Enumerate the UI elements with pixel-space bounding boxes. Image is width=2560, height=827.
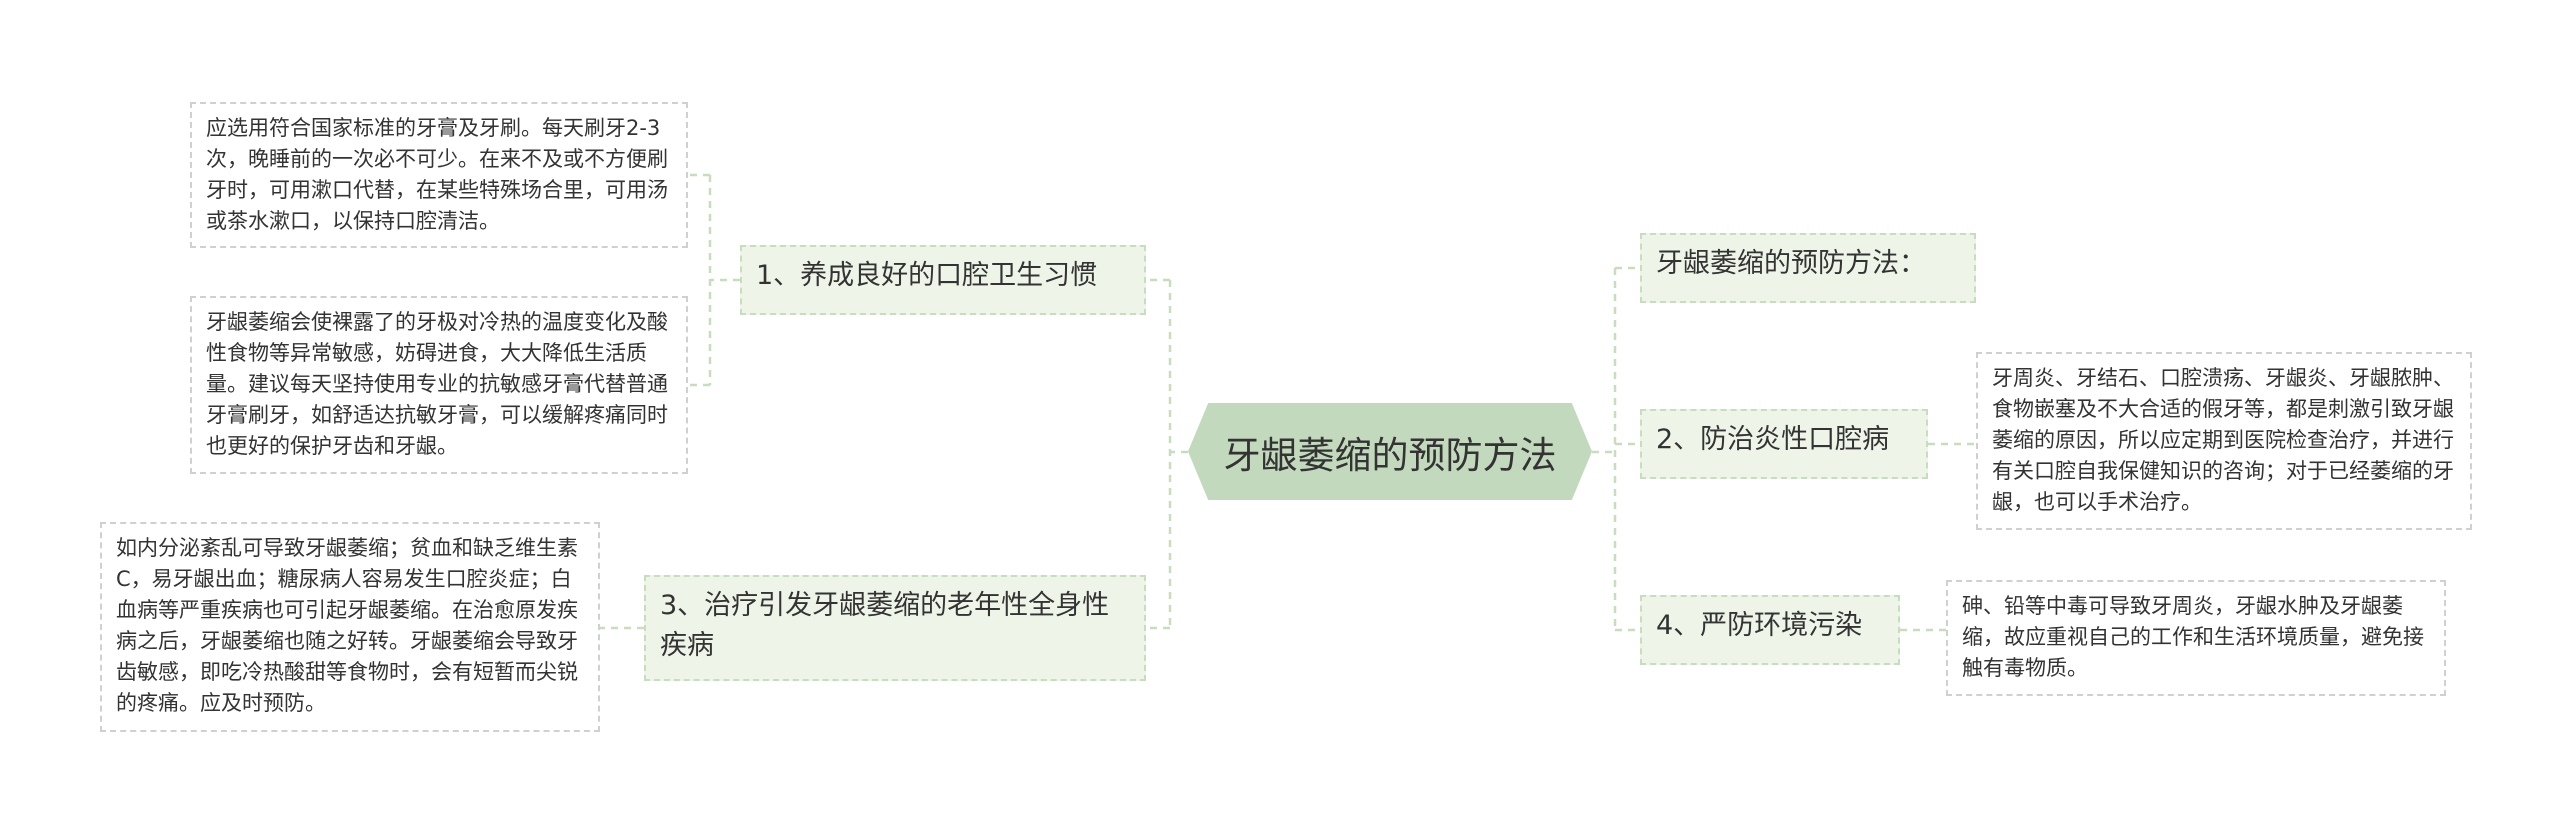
detail-node-2[interactable]: 牙周炎、牙结石、口腔溃疡、牙龈炎、牙龈脓肿、食物嵌塞及不大合适的假牙等，都是刺激… bbox=[1976, 352, 2472, 530]
branch-label: 1、养成良好的口腔卫生习惯 bbox=[756, 260, 1098, 291]
root-node[interactable]: 牙龈萎缩的预防方法 bbox=[1188, 403, 1592, 500]
root-label: 牙龈萎缩的预防方法 bbox=[1223, 433, 1557, 477]
detail-text: 如内分泌紊乱可导致牙龈萎缩；贫血和缺乏维生素C，易牙龈出血；糖尿病人容易发生口腔… bbox=[116, 536, 578, 715]
detail-text: 牙龈萎缩会使裸露了的牙极对冷热的温度变化及酸性食物等异常敏感，妨碍进食，大大降低… bbox=[206, 310, 668, 458]
branch-node-4[interactable]: 4、严防环境污染 bbox=[1640, 595, 1900, 665]
branch-node-2[interactable]: 2、防治炎性口腔病 bbox=[1640, 409, 1928, 479]
branch-label: 牙龈萎缩的预防方法： bbox=[1656, 248, 1926, 279]
branch-node-1[interactable]: 1、养成良好的口腔卫生习惯 bbox=[740, 245, 1146, 315]
detail-text: 砷、铅等中毒可导致牙周炎，牙龈水肿及牙龈萎缩，故应重视自己的工作和生活环境质量，… bbox=[1962, 594, 2424, 680]
detail-node-3[interactable]: 如内分泌紊乱可导致牙龈萎缩；贫血和缺乏维生素C，易牙龈出血；糖尿病人容易发生口腔… bbox=[100, 522, 600, 732]
branch-label: 3、治疗引发牙龈萎缩的老年性全身性疾病 bbox=[660, 590, 1110, 661]
detail-node-1b[interactable]: 牙龈萎缩会使裸露了的牙极对冷热的温度变化及酸性食物等异常敏感，妨碍进食，大大降低… bbox=[190, 296, 688, 474]
detail-text: 应选用符合国家标准的牙膏及牙刷。每天刷牙2-3次，晚睡前的一次必不可少。在来不及… bbox=[206, 116, 668, 233]
branch-node-3[interactable]: 3、治疗引发牙龈萎缩的老年性全身性疾病 bbox=[644, 575, 1146, 681]
detail-node-4[interactable]: 砷、铅等中毒可导致牙周炎，牙龈水肿及牙龈萎缩，故应重视自己的工作和生活环境质量，… bbox=[1946, 580, 2446, 696]
branch-label: 2、防治炎性口腔病 bbox=[1656, 424, 1890, 455]
branch-label: 4、严防环境污染 bbox=[1656, 610, 1863, 641]
detail-text: 牙周炎、牙结石、口腔溃疡、牙龈炎、牙龈脓肿、食物嵌塞及不大合适的假牙等，都是刺激… bbox=[1992, 366, 2454, 514]
branch-node-intro[interactable]: 牙龈萎缩的预防方法： bbox=[1640, 233, 1976, 303]
detail-node-1a[interactable]: 应选用符合国家标准的牙膏及牙刷。每天刷牙2-3次，晚睡前的一次必不可少。在来不及… bbox=[190, 102, 688, 248]
